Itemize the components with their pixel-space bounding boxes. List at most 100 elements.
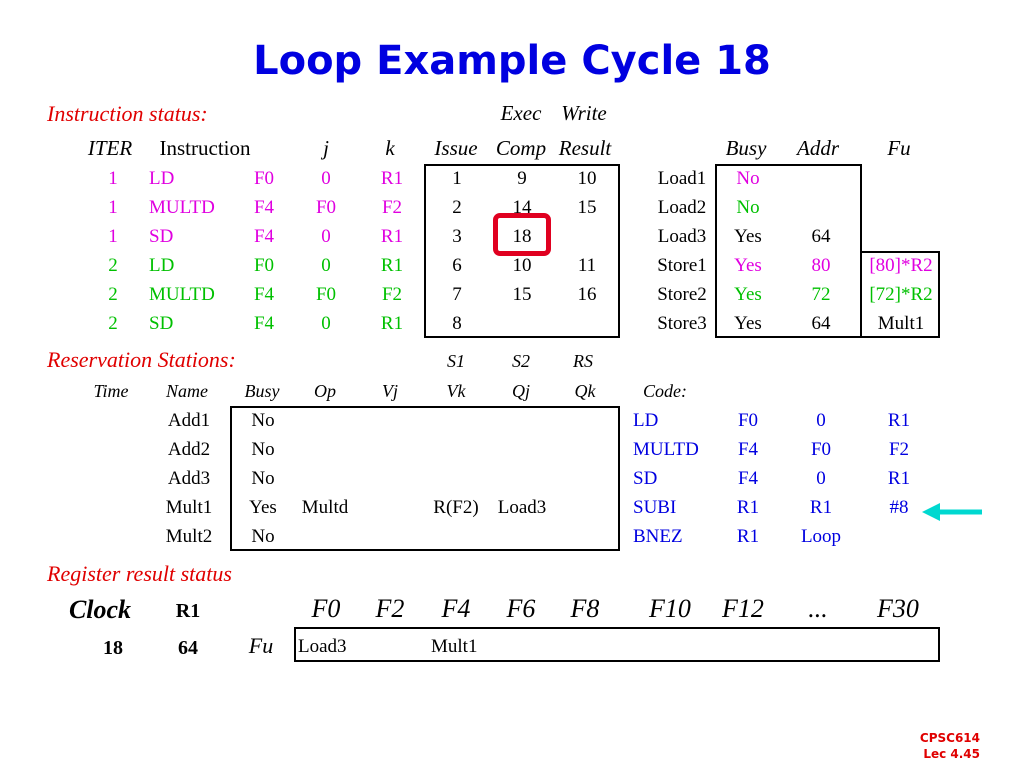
rs-name-cell: Add1 xyxy=(167,410,211,431)
rs-qj-cell: Load3 xyxy=(497,497,547,518)
instr-j-cell: 0 xyxy=(321,313,331,334)
code-a-cell: F0 xyxy=(737,410,759,431)
instr-k-cell: R1 xyxy=(380,313,404,334)
register-header: F8 xyxy=(570,594,600,623)
register-header: F10 xyxy=(649,594,691,623)
clock-label: Clock xyxy=(68,595,132,624)
instr-comp-cell: 14 xyxy=(512,197,532,218)
left-arrow-icon xyxy=(922,503,982,521)
instr-issue-cell: 3 xyxy=(452,226,462,247)
register-fu-box xyxy=(294,627,940,662)
register-header: F0 xyxy=(311,594,341,623)
instruction-status-label: Instruction status: xyxy=(47,101,208,126)
buffer-name-cell: Load1 xyxy=(657,168,707,189)
code-c-cell: R1 xyxy=(887,468,911,489)
buffer-fu-cell: [80]*R2 xyxy=(869,255,933,276)
instr-op-cell: LD xyxy=(149,168,175,189)
instr-op-cell: LD xyxy=(149,255,175,276)
instr-dst-cell: F0 xyxy=(253,255,275,276)
name-header: Name xyxy=(166,381,208,401)
code-c-cell: F2 xyxy=(888,439,910,460)
instr-j-cell: F0 xyxy=(315,197,337,218)
s2-header: S2 xyxy=(512,351,530,371)
code-a-cell: R1 xyxy=(736,497,760,518)
buffer-busy-cell: No xyxy=(736,197,760,218)
s1-header: S1 xyxy=(447,351,465,371)
instr-iter-cell: 1 xyxy=(108,226,118,247)
instr-op-cell: MULTD xyxy=(149,284,215,305)
vj-header: Vj xyxy=(382,381,398,401)
fu-row-label: Fu xyxy=(248,633,274,658)
instr-result-cell: 10 xyxy=(577,168,597,189)
code-op-cell: LD xyxy=(633,410,659,431)
code-b-cell: R1 xyxy=(809,497,833,518)
instr-dst-cell: F4 xyxy=(253,284,275,305)
rs-busy-cell: No xyxy=(251,439,275,460)
register-header: F6 xyxy=(506,594,536,623)
instr-dst-cell: F4 xyxy=(253,313,275,334)
instruction-header: Instruction xyxy=(159,136,251,160)
rs-busy-cell: Yes xyxy=(249,497,277,518)
rs-busy-header: Busy xyxy=(244,381,280,401)
instr-comp-cell: 10 xyxy=(512,255,532,276)
vk-header: Vk xyxy=(446,381,466,401)
buffer-busy-cell: Yes xyxy=(734,284,762,305)
register-header: F12 xyxy=(722,594,764,623)
buffer-busy-cell: No xyxy=(736,168,760,189)
busy-header: Busy xyxy=(725,136,767,160)
rs-name-cell: Add2 xyxy=(167,439,211,460)
instr-j-cell: 0 xyxy=(321,168,331,189)
buffer-name-cell: Store1 xyxy=(657,255,707,276)
clock-value: 18 xyxy=(103,637,123,659)
rs-busy-cell: No xyxy=(251,468,275,489)
issue-header: Issue xyxy=(434,136,478,160)
code-a-cell: R1 xyxy=(736,526,760,547)
instr-result-cell: 16 xyxy=(577,284,597,305)
buffer-addr-cell: 64 xyxy=(811,226,831,247)
instr-dst-cell: F4 xyxy=(253,197,275,218)
op-header: Op xyxy=(314,381,336,401)
buffer-addr-cell: 64 xyxy=(811,313,831,334)
qk-header: Qk xyxy=(574,381,596,401)
code-header: Code: xyxy=(643,381,687,401)
rs-header: RS xyxy=(573,351,593,371)
instr-issue-cell: 6 xyxy=(452,255,462,276)
rs-vk-cell: R(F2) xyxy=(433,497,479,518)
reservation-box xyxy=(230,406,620,551)
buffer-box xyxy=(715,164,862,338)
rs-busy-cell: No xyxy=(251,410,275,431)
instr-k-cell: R1 xyxy=(380,226,404,247)
instr-result-cell: 15 xyxy=(577,197,597,218)
instr-op-cell: MULTD xyxy=(149,197,215,218)
instr-issue-cell: 2 xyxy=(452,197,462,218)
fu-header: Fu xyxy=(887,136,911,160)
instr-dst-cell: F0 xyxy=(253,168,275,189)
code-a-cell: F4 xyxy=(737,468,759,489)
register-fu-cell: Mult1 xyxy=(431,636,478,657)
instr-iter-cell: 1 xyxy=(108,197,118,218)
instr-k-cell: F2 xyxy=(381,197,403,218)
comp-header: Comp xyxy=(495,136,547,160)
footer-course: CPSC614 xyxy=(919,731,980,745)
instr-k-cell: R1 xyxy=(380,168,404,189)
buffer-fu-cell: [72]*R2 xyxy=(869,284,933,305)
register-header: F2 xyxy=(375,594,405,623)
instr-comp-cell: 18 xyxy=(512,226,532,247)
instr-k-cell: R1 xyxy=(380,255,404,276)
buffer-name-cell: Store3 xyxy=(657,313,707,334)
buffer-fu-cell: Mult1 xyxy=(877,313,925,334)
instr-issue-cell: 1 xyxy=(452,168,462,189)
instr-issue-cell: 7 xyxy=(452,284,462,305)
highlight-box xyxy=(493,213,551,256)
footer-lecture: Lec 4.45 xyxy=(923,747,980,761)
iter-header: ITER xyxy=(87,136,133,160)
r1-label: R1 xyxy=(175,600,201,622)
buffer-name-cell: Load2 xyxy=(657,197,707,218)
register-fu-cell: Load3 xyxy=(298,636,347,657)
instr-j-cell: 0 xyxy=(321,255,331,276)
page-title: Loop Example Cycle 18 xyxy=(253,38,771,84)
buffer-name-cell: Store2 xyxy=(657,284,707,305)
qj-header: Qj xyxy=(512,381,530,401)
instr-op-cell: SD xyxy=(149,226,174,247)
instr-iter-cell: 1 xyxy=(108,168,118,189)
